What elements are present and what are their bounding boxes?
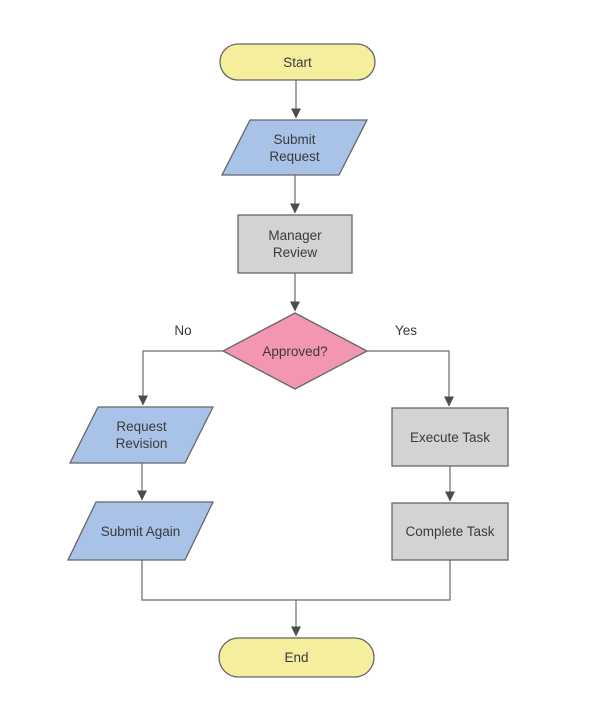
flowchart-node-complete-task [391,502,509,561]
flowchart-node-end [218,637,375,678]
flowchart-node-execute-task [391,407,509,467]
flowchart-node-submit-again [66,501,215,561]
flowchart-node-manager-review [237,214,353,274]
edge-approved-yes [367,350,454,407]
edge-approved-no [138,350,223,406]
flowchart-node-request-revision [68,406,215,464]
edge-merge-line [141,559,451,601]
flowchart-node-approved [221,312,369,390]
flowchart-node-start [219,43,376,81]
flowchart-node-submit-request [220,119,369,176]
